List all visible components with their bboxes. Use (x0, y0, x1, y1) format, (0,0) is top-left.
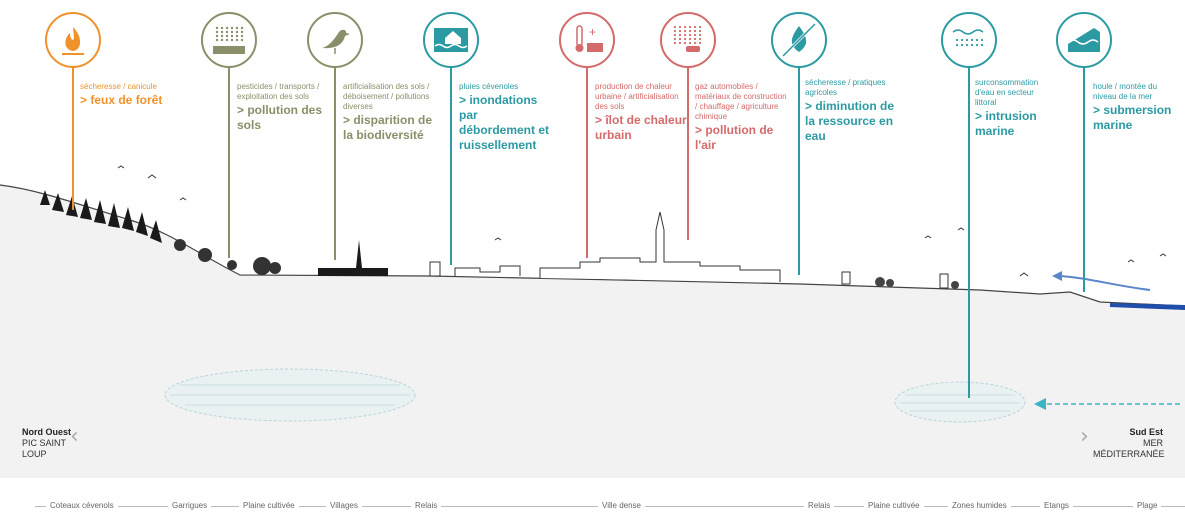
chevron-left-icon[interactable]: ‹ (70, 424, 79, 449)
risk-label-heat: production de chaleur urbaine / artifici… (595, 82, 690, 143)
risk-label-bio: artificialisation des sols / déboisement… (343, 82, 438, 143)
zone-label: Etangs (1040, 500, 1073, 512)
left-place-line1: PIC SAINT (22, 438, 67, 448)
risk-label-flood: pluies cévenoles > inondations par débord… (459, 82, 554, 153)
wave-icon (1067, 28, 1100, 52)
risk-cause: pluies cévenoles (459, 82, 519, 91)
risk-label-intrusion: surconsommation d'eau en secteur littora… (975, 78, 1057, 139)
city-skyline (429, 211, 949, 289)
risk-title: > îlot de chaleur urbain (595, 113, 687, 142)
subsoil-ground (0, 185, 1185, 478)
zone-label: Garrigues (168, 500, 212, 512)
sea (1110, 303, 1185, 310)
zone-label: Plaine cultivée (864, 500, 924, 512)
risk-cause: production de chaleur urbaine / artifici… (595, 82, 679, 111)
risk-cause: artificialisation des sols / déboisement… (343, 82, 430, 111)
flood-house-icon (434, 28, 468, 52)
zone-label: Relais (411, 500, 442, 512)
intrusion-arrowhead (1034, 398, 1046, 410)
zone-label: Ville dense (598, 500, 645, 512)
risk-label-air: gaz automobiles / matériaux de construct… (695, 82, 790, 153)
risk-label-fire: sécheresse / canicule > feux de forêt (80, 82, 230, 108)
groundwater-icon (952, 29, 984, 47)
left-place-line2: LOUP (22, 449, 47, 459)
bird-icon (322, 29, 350, 54)
submersion-arrow (1059, 275, 1151, 291)
fire-icon (62, 27, 84, 55)
zone-label: Plaine cultivée (239, 500, 299, 512)
right-place-line1: MER (1143, 438, 1163, 448)
zone-label: Coteaux cévenols (46, 500, 118, 512)
right-direction: Sud Est (1129, 427, 1163, 437)
zone-label: Relais (804, 500, 835, 512)
risk-title: > diminution de la ressource en eau (805, 99, 894, 143)
risk-title: > inondations par débordement et ruissel… (459, 93, 550, 152)
zone-label: Zones humides (948, 500, 1011, 512)
trees-right (875, 277, 959, 289)
aquifer-right (894, 381, 1026, 423)
chevron-right-icon[interactable]: › (1080, 424, 1089, 449)
zone-label: Villages (326, 500, 362, 512)
submersion-arrowhead (1052, 271, 1062, 281)
risk-cause: sécheresse / pratiques agricoles (805, 78, 886, 97)
pin-circle-air[interactable] (660, 12, 716, 68)
birds (117, 165, 1167, 277)
risk-title: > pollution des sols (237, 103, 323, 132)
right-endpoint: Sud Est MER MÉDITERRANÉE (1093, 427, 1165, 460)
zone-bar: Coteaux cévenols Garrigues Plaine cultivée… (0, 500, 1185, 512)
risk-label-water: sécheresse / pratiques agricoles > diminu… (805, 78, 905, 144)
left-direction: Nord Ouest (22, 427, 72, 437)
thermometer-icon: + (575, 25, 603, 52)
svg-text:+: + (589, 25, 596, 39)
risk-title: > feux de forêt (80, 93, 163, 107)
risk-cause: gaz automobiles / matériaux de construct… (695, 82, 787, 121)
car-pollution-icon (673, 25, 702, 52)
risk-cause: pesticides / transports / exploitation d… (237, 82, 320, 101)
risk-label-submersion: houle / montée du niveau de la mer > subm… (1093, 82, 1181, 133)
risk-cause: sécheresse / canicule (80, 82, 157, 91)
pin-circle-heat[interactable] (559, 12, 615, 68)
village (318, 240, 388, 276)
pin-circle-intrusion[interactable] (941, 12, 997, 68)
pin-circle-soil[interactable] (201, 12, 257, 68)
left-endpoint: Nord Ouest PIC SAINT LOUP (22, 427, 71, 460)
risk-label-soil: pesticides / transports / exploitation d… (237, 82, 332, 133)
right-place-line2: MÉDITERRANÉE (1093, 449, 1165, 459)
risk-title: > submersion marine (1093, 103, 1172, 132)
zone-label: Plage (1133, 500, 1162, 512)
risk-cause: surconsommation d'eau en secteur littora… (975, 78, 1039, 107)
risk-cause: houle / montée du niveau de la mer (1093, 82, 1158, 101)
no-water-drop-icon (781, 22, 817, 58)
soil-pollution-icon (213, 26, 245, 54)
shrubs (174, 239, 281, 275)
risk-title: > intrusion marine (975, 109, 1037, 138)
risk-title: > disparition de la biodiversité (343, 113, 433, 142)
risk-title: > pollution de l'air (695, 123, 774, 152)
